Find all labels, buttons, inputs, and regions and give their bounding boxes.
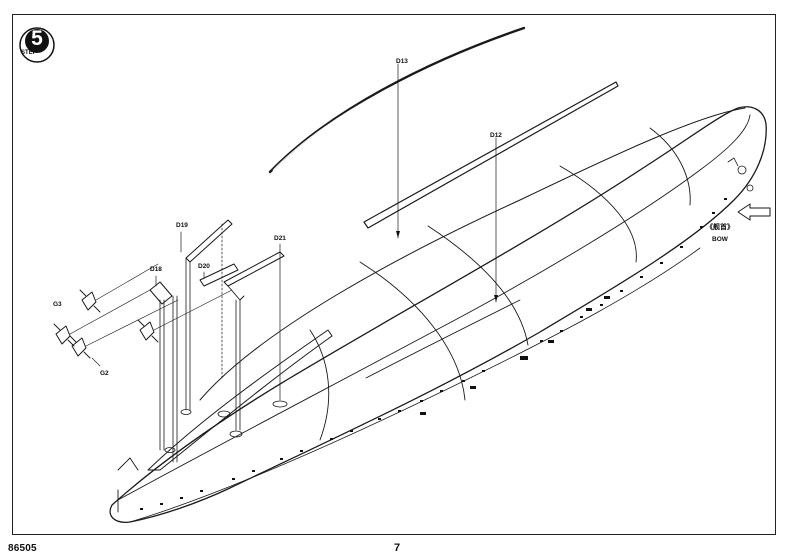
- label-g3: G3: [53, 301, 62, 308]
- page-frame: [12, 14, 776, 535]
- label-d12: D12: [490, 132, 502, 139]
- label-d21: D21: [274, 235, 286, 242]
- arrow-left-icon: [737, 203, 771, 221]
- part-g3: [53, 263, 159, 347]
- part-g2: [69, 289, 233, 367]
- part-d12: [363, 81, 619, 229]
- label-d20: D20: [198, 263, 210, 270]
- bow-label-chinese: 《舰首》: [706, 224, 734, 231]
- hull-ports: [140, 198, 727, 510]
- step-circle-icon: [19, 27, 55, 63]
- part-d18: [149, 275, 178, 463]
- hull-body: [109, 106, 767, 523]
- label-d13: D13: [396, 58, 408, 65]
- label-d19: D19: [176, 222, 188, 229]
- label-g2: G2: [100, 370, 109, 377]
- step-number: 5: [31, 27, 43, 50]
- step-word: STEP: [21, 50, 37, 56]
- product-code: 86505: [8, 543, 37, 554]
- part-d19: [180, 219, 233, 411]
- part-d20: [199, 263, 239, 287]
- part-d21: [164, 243, 288, 453]
- bow-label-english: BOW: [712, 236, 728, 243]
- label-d18: D18: [150, 266, 162, 273]
- step-badge: 5 STEP: [18, 26, 56, 64]
- page-number: 7: [394, 542, 401, 554]
- part-d13: [268, 26, 526, 174]
